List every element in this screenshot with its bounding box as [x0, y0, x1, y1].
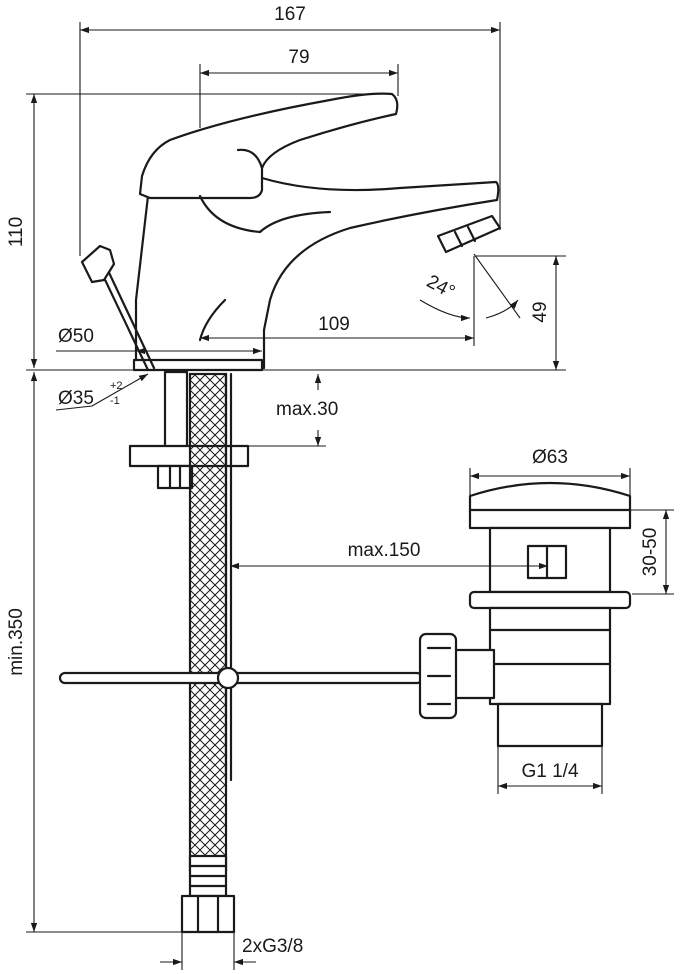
fixing-nut — [156, 464, 194, 490]
dim-waste-thread: G1 1/4 — [521, 761, 578, 782]
dimension-lines — [26, 22, 674, 970]
waste-side-fitting — [452, 648, 496, 700]
waste-link-rod — [58, 671, 424, 685]
popup-waste — [58, 481, 632, 748]
braided-hose — [188, 372, 228, 872]
dimension-labels: 167 79 110 49 24° 109 Ø50 Ø35 +2 -1 max.… — [6, 4, 661, 957]
waste-flange — [468, 481, 632, 514]
dim-hose-thread: 2xG3/8 — [242, 936, 303, 957]
dim-height: 110 — [6, 217, 27, 247]
lever-joint — [236, 148, 264, 170]
aerator — [436, 214, 502, 254]
hose-nut — [180, 894, 236, 934]
dim-waste-diameter: Ø63 — [532, 447, 568, 468]
dim-minimum-length: min.350 — [6, 608, 27, 676]
dim-lever-length: 79 — [288, 47, 309, 68]
waste-tail — [496, 702, 604, 748]
link-clip — [216, 666, 240, 690]
dim-deck-thickness: max.30 — [276, 399, 338, 420]
dim-hole-tol-plus: +2 — [110, 380, 123, 392]
dim-waste-offset: max.150 — [348, 540, 421, 561]
dim-overall-length: 167 — [274, 4, 306, 25]
popup-knob — [80, 244, 116, 284]
dim-waste-range: 30-50 — [640, 528, 661, 577]
dim-spout-height: 49 — [530, 301, 551, 322]
dim-base-diameter: Ø50 — [58, 326, 94, 347]
faucet — [80, 92, 502, 934]
dim-hole-tol-minus: -1 — [110, 395, 120, 407]
dim-spout-angle: 24° — [423, 271, 458, 303]
dim-hole-diameter: Ø35 — [58, 388, 94, 409]
waste-body-lower — [488, 606, 612, 706]
spout-inner-line — [198, 194, 332, 234]
waste-nut — [468, 590, 632, 610]
dim-spout-reach: 109 — [318, 314, 350, 335]
